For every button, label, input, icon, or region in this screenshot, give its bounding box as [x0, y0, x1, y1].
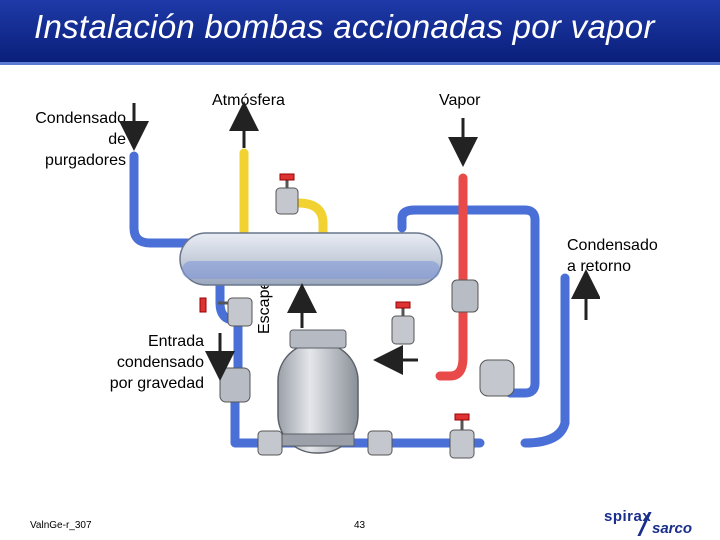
- pump-body: [277, 329, 359, 454]
- label-line: Entrada: [147, 333, 204, 350]
- title-bar: Instalación bombas accionadas por vapor: [0, 0, 720, 62]
- check-valve-bottom-left: [257, 430, 283, 456]
- valve-return: [449, 413, 475, 459]
- pipe-return: [520, 273, 570, 448]
- label-condensado-purgadores: Condensado de purgadores: [10, 108, 126, 171]
- strainer-inlet: [219, 367, 251, 403]
- label-line: purgadores: [45, 152, 126, 169]
- label-line: Condensado: [35, 110, 126, 127]
- pipe-upper-right: [397, 205, 540, 398]
- receiver-vessel: [179, 232, 443, 286]
- check-valve-outlet: [479, 359, 515, 397]
- spirax-sarco-logo: spirax sarco: [600, 508, 700, 538]
- valve-steam: [391, 301, 415, 345]
- label-line: condensado: [116, 354, 204, 371]
- label-entrada-condensado: Entrada condensado por gravedad: [80, 331, 204, 394]
- slide-title: Instalación bombas accionadas por vapor: [34, 8, 655, 45]
- label-line: Condensado: [567, 237, 658, 254]
- valve-atmosphere: [275, 173, 299, 215]
- logo-text-top: spirax: [604, 508, 652, 525]
- steam-pipe: [435, 173, 468, 381]
- strainer-steam: [451, 279, 479, 313]
- pipe-bottom-run: [230, 383, 485, 448]
- page-number: 43: [354, 520, 366, 531]
- valve-gravity-inlet: [199, 297, 253, 327]
- label-line: de: [108, 131, 126, 148]
- check-valve-bottom-right: [367, 430, 393, 456]
- flow-arrows: [120, 101, 600, 381]
- pump-installation-diagram: [120, 101, 600, 459]
- vent-pipes: [239, 148, 328, 241]
- logo-text-bottom: sarco: [652, 520, 693, 537]
- inlet-pipe-left: [129, 151, 230, 271]
- vent-pipe-exhaust: [293, 198, 328, 241]
- label-line: por gravedad: [109, 375, 204, 392]
- label-vapor: Vapor: [439, 92, 481, 109]
- footer-reference: ValnGe-r_307: [30, 520, 92, 531]
- title-divider: [0, 62, 720, 65]
